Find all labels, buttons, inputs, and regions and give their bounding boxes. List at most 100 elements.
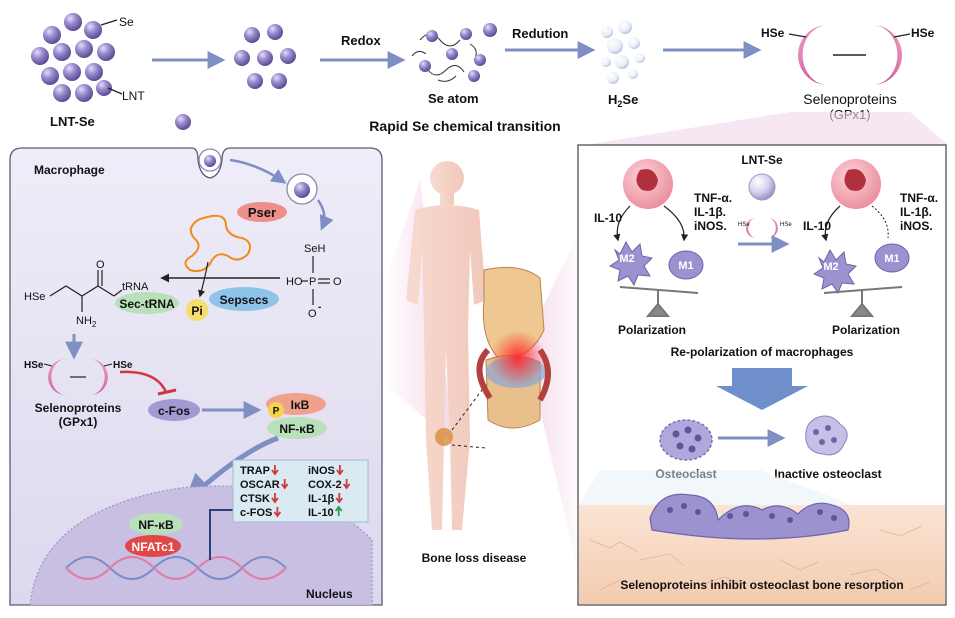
redox-label: Redox <box>341 33 382 48</box>
nucleus-pink-right <box>844 169 866 191</box>
marker-box <box>232 459 369 523</box>
il10-left: IL-10 <box>594 211 622 225</box>
tnf-left-1: IL-1β. <box>694 205 726 219</box>
tnf-right-0: TNF-α. <box>900 191 938 205</box>
lnt-tag: LNT <box>122 89 145 103</box>
tnf-left-2: iNOS. <box>694 219 727 233</box>
m1-cell-left <box>668 250 704 280</box>
marker-trap: TRAP <box>240 465 270 477</box>
endosome <box>286 173 318 205</box>
pser-oval <box>237 202 287 222</box>
nfkb-nucleus-label: NF-κB <box>138 518 174 532</box>
tnf-right-2: iNOS. <box>900 219 933 233</box>
hse-panel-right: HSe <box>113 360 133 371</box>
endocytosis-vesicle <box>198 148 222 172</box>
inhibit-arrow <box>119 370 168 393</box>
hse-top-right: HSe <box>911 26 935 40</box>
se-tag: Se <box>119 15 134 29</box>
p-label: P <box>309 276 316 288</box>
arrow-vesicle-to-endosome <box>229 158 287 184</box>
se-atom-cluster <box>411 23 497 82</box>
sepsecs-label: Sepsecs <box>220 293 269 307</box>
ikb-label: IκB <box>291 398 310 412</box>
m1-left: M1 <box>678 260 693 272</box>
h2se-bubbles <box>601 20 645 84</box>
m2-cell-right <box>812 248 858 295</box>
hse-chain-label: HSe <box>24 291 45 303</box>
marker-c-fos: c-FOS <box>240 507 272 519</box>
p-badge-label: P <box>273 406 280 417</box>
o-ester-label: O <box>96 259 105 271</box>
selenoprotein-small-icon <box>746 218 778 238</box>
pser-squiggle <box>184 214 251 273</box>
selenoproteins-panel-label: Selenoproteins <box>35 401 122 415</box>
zoom-wedge-top <box>585 112 948 145</box>
down-arrow-icon <box>271 493 279 504</box>
lnt-se-cluster <box>31 13 123 102</box>
macrophage-title: Macrophage <box>34 163 105 177</box>
zoom-wedge-right <box>522 220 585 600</box>
down-arrow-icon <box>342 479 351 490</box>
seh-label: SeH <box>304 243 325 255</box>
nucleus-label: Nucleus <box>306 587 353 601</box>
tnf-right-1: IL-1β. <box>900 205 932 219</box>
down-arrow-icon <box>273 507 282 518</box>
minus-sign: - <box>318 302 321 313</box>
m2-right: M2 <box>823 261 838 273</box>
inactive-osteoclast-label: Inactive osteoclast <box>774 467 881 481</box>
il10-right: IL-10 <box>803 219 831 233</box>
cfos-oval <box>148 399 200 421</box>
balance-right <box>823 286 903 317</box>
selenoproteins-top-label: Selenoproteins <box>803 91 896 107</box>
transition-caption: Rapid Se chemical transition <box>369 118 560 134</box>
polarization-right: Polarization <box>832 323 900 337</box>
tnf-left-0: TNF-α. <box>694 191 732 205</box>
down-arrow-icon <box>271 465 279 476</box>
ho-label: HO <box>286 276 303 288</box>
cfos-label: c-Fos <box>158 404 190 418</box>
gpx1-panel-label: (GPx1) <box>59 415 98 429</box>
h2se-label: H2Se <box>608 92 638 109</box>
down-arrow-icon <box>281 479 289 490</box>
sec-trna-label: Sec-tRNA <box>119 297 175 311</box>
nfatc1-oval <box>125 535 181 557</box>
lnt-se-label: LNT-Se <box>50 114 95 129</box>
nfkb-oval <box>267 417 327 439</box>
hse-small-right: HSe <box>780 222 792 228</box>
dna-helix <box>65 556 287 580</box>
reduction-label: Redution <box>512 26 568 41</box>
se-atom-label: Se atom <box>428 91 479 106</box>
pi-circle <box>186 299 208 321</box>
selenoprotein-top-icon <box>788 25 911 85</box>
pser-label: Pser <box>248 205 276 220</box>
hse-top-left: HSe <box>761 26 785 40</box>
sec-trna-oval <box>115 292 179 314</box>
repolarization-title: Re-polarization of macrophages <box>671 345 854 359</box>
up-arrow-icon <box>334 505 343 516</box>
sec-structure <box>49 270 123 312</box>
lnt-se-right-label: LNT-Se <box>741 153 783 167</box>
marker-il-10: IL-10 <box>308 507 334 519</box>
hse-small-left: HSe <box>738 222 750 228</box>
nfatc1-label: NFATc1 <box>132 540 175 554</box>
osteoclast-row <box>649 493 850 540</box>
knee-joint <box>476 266 551 429</box>
p-badge <box>268 402 284 418</box>
m2-cell-left <box>608 240 654 287</box>
polarization-left: Polarization <box>618 323 686 337</box>
m2-left: M2 <box>619 253 634 265</box>
arrow-pink-to-m1-left <box>663 205 689 242</box>
selenoprotein-panel-icon <box>43 359 113 395</box>
nfkb-label: NF-κB <box>279 422 315 436</box>
o-minus-label: O <box>308 308 317 320</box>
down-arrow-icon <box>336 465 344 476</box>
down-arrow-icon <box>335 493 344 504</box>
nucleus-pink-left <box>636 169 658 191</box>
marker-oscar: OSCAR <box>240 479 280 491</box>
trna-label: tRNA <box>122 281 149 293</box>
o-label: O <box>333 276 342 288</box>
big-down-arrow <box>716 368 808 410</box>
marker-cox-2: COX-2 <box>308 479 342 491</box>
arrow-endosome-to-pser <box>316 199 334 231</box>
